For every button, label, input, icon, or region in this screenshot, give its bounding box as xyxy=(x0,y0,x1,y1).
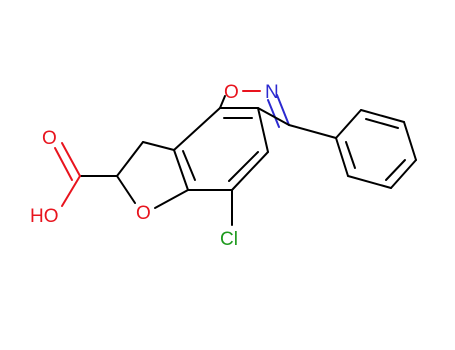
bond xyxy=(219,95,226,109)
atom-o-isoxazole: O xyxy=(224,82,239,103)
bond-n-c xyxy=(276,94,290,126)
atom-o-carbonyl: O xyxy=(42,128,57,149)
bond xyxy=(257,107,269,153)
bond-n-c-double xyxy=(267,99,280,128)
bond xyxy=(288,124,337,139)
bond xyxy=(360,109,405,123)
bonds xyxy=(54,90,417,226)
bond xyxy=(257,107,290,126)
bond xyxy=(142,141,175,151)
atom-hydroxyl: HO xyxy=(30,206,59,227)
bond xyxy=(116,141,144,177)
bond-c-o-double-2 xyxy=(54,147,73,181)
bond xyxy=(154,189,189,209)
bond-c-o-double xyxy=(61,142,81,177)
bond xyxy=(390,159,417,189)
double-bond-inner xyxy=(365,118,399,129)
bond xyxy=(116,175,136,204)
bond xyxy=(231,151,269,191)
bond xyxy=(173,107,221,151)
double-bond-inner xyxy=(228,151,259,182)
bond xyxy=(403,121,417,161)
atom-labels: O N O O HO Cl xyxy=(30,82,279,250)
double-bond-inner xyxy=(182,150,196,181)
atom-o-furan: O xyxy=(136,203,151,224)
bond xyxy=(347,175,392,189)
double-bond-inner xyxy=(345,141,356,169)
bond-c-oh xyxy=(61,175,81,207)
atom-n: N xyxy=(265,82,279,103)
bond xyxy=(335,109,362,139)
double-bond-inner xyxy=(385,159,406,181)
bond xyxy=(335,137,349,177)
atom-chlorine: Cl xyxy=(220,229,238,250)
bond xyxy=(173,149,189,191)
